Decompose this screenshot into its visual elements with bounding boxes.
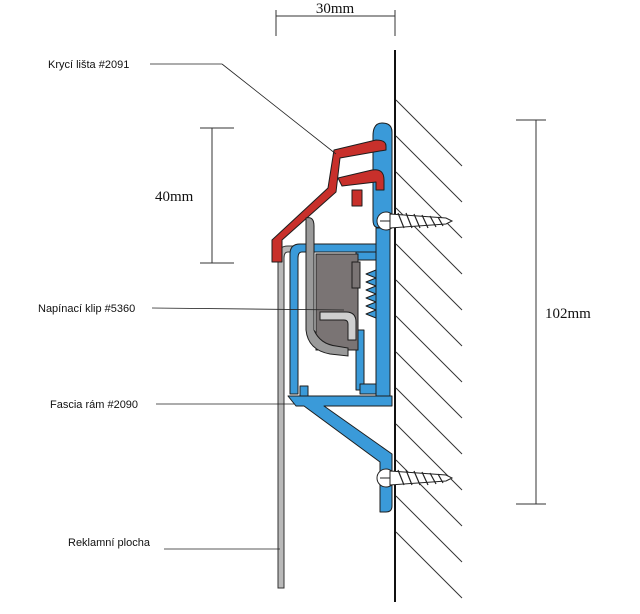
label-fascia-frame: Fascia rám #2090 bbox=[50, 399, 138, 411]
wall-hatching bbox=[395, 99, 463, 599]
dimension-height-right-label: 102mm bbox=[545, 306, 591, 322]
lower-screw-icon bbox=[376, 468, 454, 488]
dimension-width-30mm: 30mm bbox=[275, 1, 396, 36]
callout-tension-clip: Napínací klip #5360 bbox=[38, 303, 345, 315]
dimension-height-left-label: 40mm bbox=[155, 189, 194, 205]
label-cover-strip: Krycí lišta #2091 bbox=[48, 59, 129, 71]
callout-ad-surface: Reklamní plocha bbox=[68, 537, 280, 550]
callout-cover-strip: Krycí lišta #2091 bbox=[48, 59, 337, 155]
dimension-height-102mm: 102mm bbox=[516, 119, 591, 505]
label-tension-clip: Napínací klip #5360 bbox=[38, 303, 135, 315]
wall bbox=[394, 50, 463, 602]
cover-strip-profile bbox=[271, 139, 387, 263]
upper-screw-icon bbox=[376, 211, 454, 231]
dimension-width-label: 30mm bbox=[316, 1, 355, 17]
tension-clip bbox=[305, 217, 361, 357]
dimension-height-40mm: 40mm bbox=[155, 127, 234, 264]
callout-fascia-frame: Fascia rám #2090 bbox=[50, 399, 294, 411]
label-ad-surface: Reklamní plocha bbox=[68, 537, 151, 549]
